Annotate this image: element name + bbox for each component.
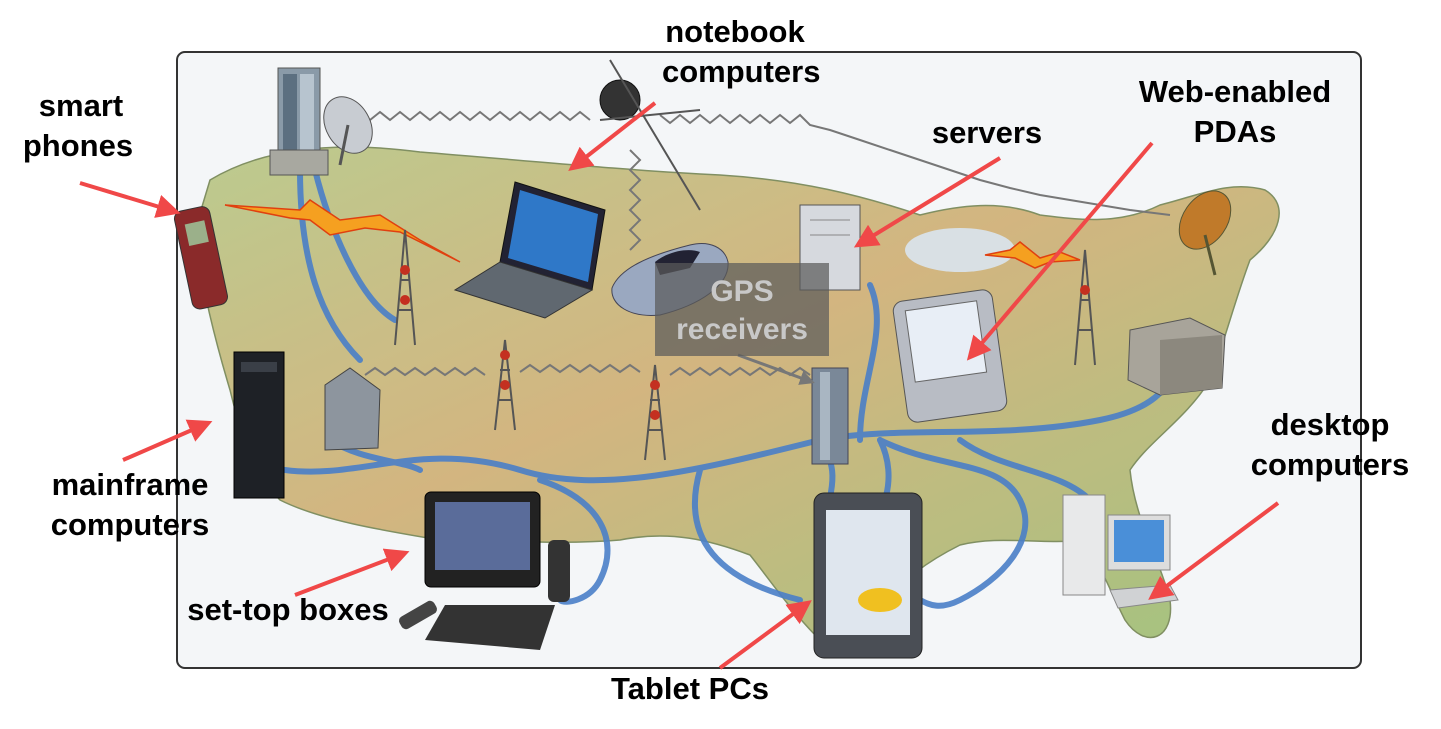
- wireless-bolt-icon-east: [984, 241, 1081, 269]
- pda-label-line1: Web-enabled: [1138, 74, 1332, 109]
- office-tower-icon: [269, 67, 329, 176]
- desktop-label-line1: desktop: [1270, 407, 1390, 442]
- satellite-dish-east-icon: [1178, 190, 1232, 276]
- smart-label-line2: phones: [22, 128, 134, 163]
- office-building-east-icon: [1127, 317, 1226, 396]
- set-top-boxes-label: set-top boxes: [187, 592, 389, 627]
- notebook-computers-label: notebook computers: [650, 12, 820, 92]
- mainframe-computer-icon: [233, 351, 285, 499]
- gps-receiver-icon: [811, 367, 849, 465]
- cell-tower-icon: [394, 229, 1096, 461]
- notebook-label-line2: computers: [662, 54, 821, 89]
- satellite-dish-icon: [323, 96, 373, 166]
- smart-label-line1: smart: [38, 88, 124, 123]
- desktop-computers-label: desktop computers: [1240, 405, 1420, 485]
- gps-label-line1: GPS: [710, 275, 774, 308]
- set-top-box-icon: [399, 491, 570, 650]
- desktop-label-line2: computers: [1250, 447, 1410, 482]
- gps-label-line2: receivers: [676, 313, 808, 346]
- wireless-bolt-icon-west: [224, 199, 461, 263]
- web-enabled-pdas-label: Web-enabled PDAs: [1120, 72, 1350, 152]
- mainframe-computers-label: mainframe computers: [40, 465, 220, 545]
- pda-icon: [892, 289, 1008, 423]
- smart-phones-label: smart phones: [8, 86, 148, 166]
- callout-arrows: [79, 101, 1280, 670]
- mainframe-label-line2: computers: [50, 507, 210, 542]
- mainframe-label-line1: mainframe: [51, 467, 209, 502]
- gps-pointer-arrow: [737, 353, 815, 385]
- tablet-pc-icon: [813, 492, 923, 659]
- great-lakes-water: [905, 228, 1015, 272]
- gps-receivers-label-box: GPS receivers: [655, 263, 829, 356]
- satellite-icon: [599, 59, 701, 211]
- smart-phone-icon: [173, 206, 228, 310]
- desktop-computer-icon: [1062, 494, 1179, 609]
- notebook-computer-icon: [453, 181, 606, 319]
- office-building-west-icon: [324, 367, 381, 451]
- notebook-label-line1: notebook: [665, 14, 805, 49]
- tablet-pcs-label: Tablet PCs: [611, 671, 769, 706]
- servers-label: servers: [931, 115, 1043, 150]
- pda-label-line2: PDAs: [1193, 114, 1277, 149]
- cell-tower-beacons: [400, 265, 1090, 420]
